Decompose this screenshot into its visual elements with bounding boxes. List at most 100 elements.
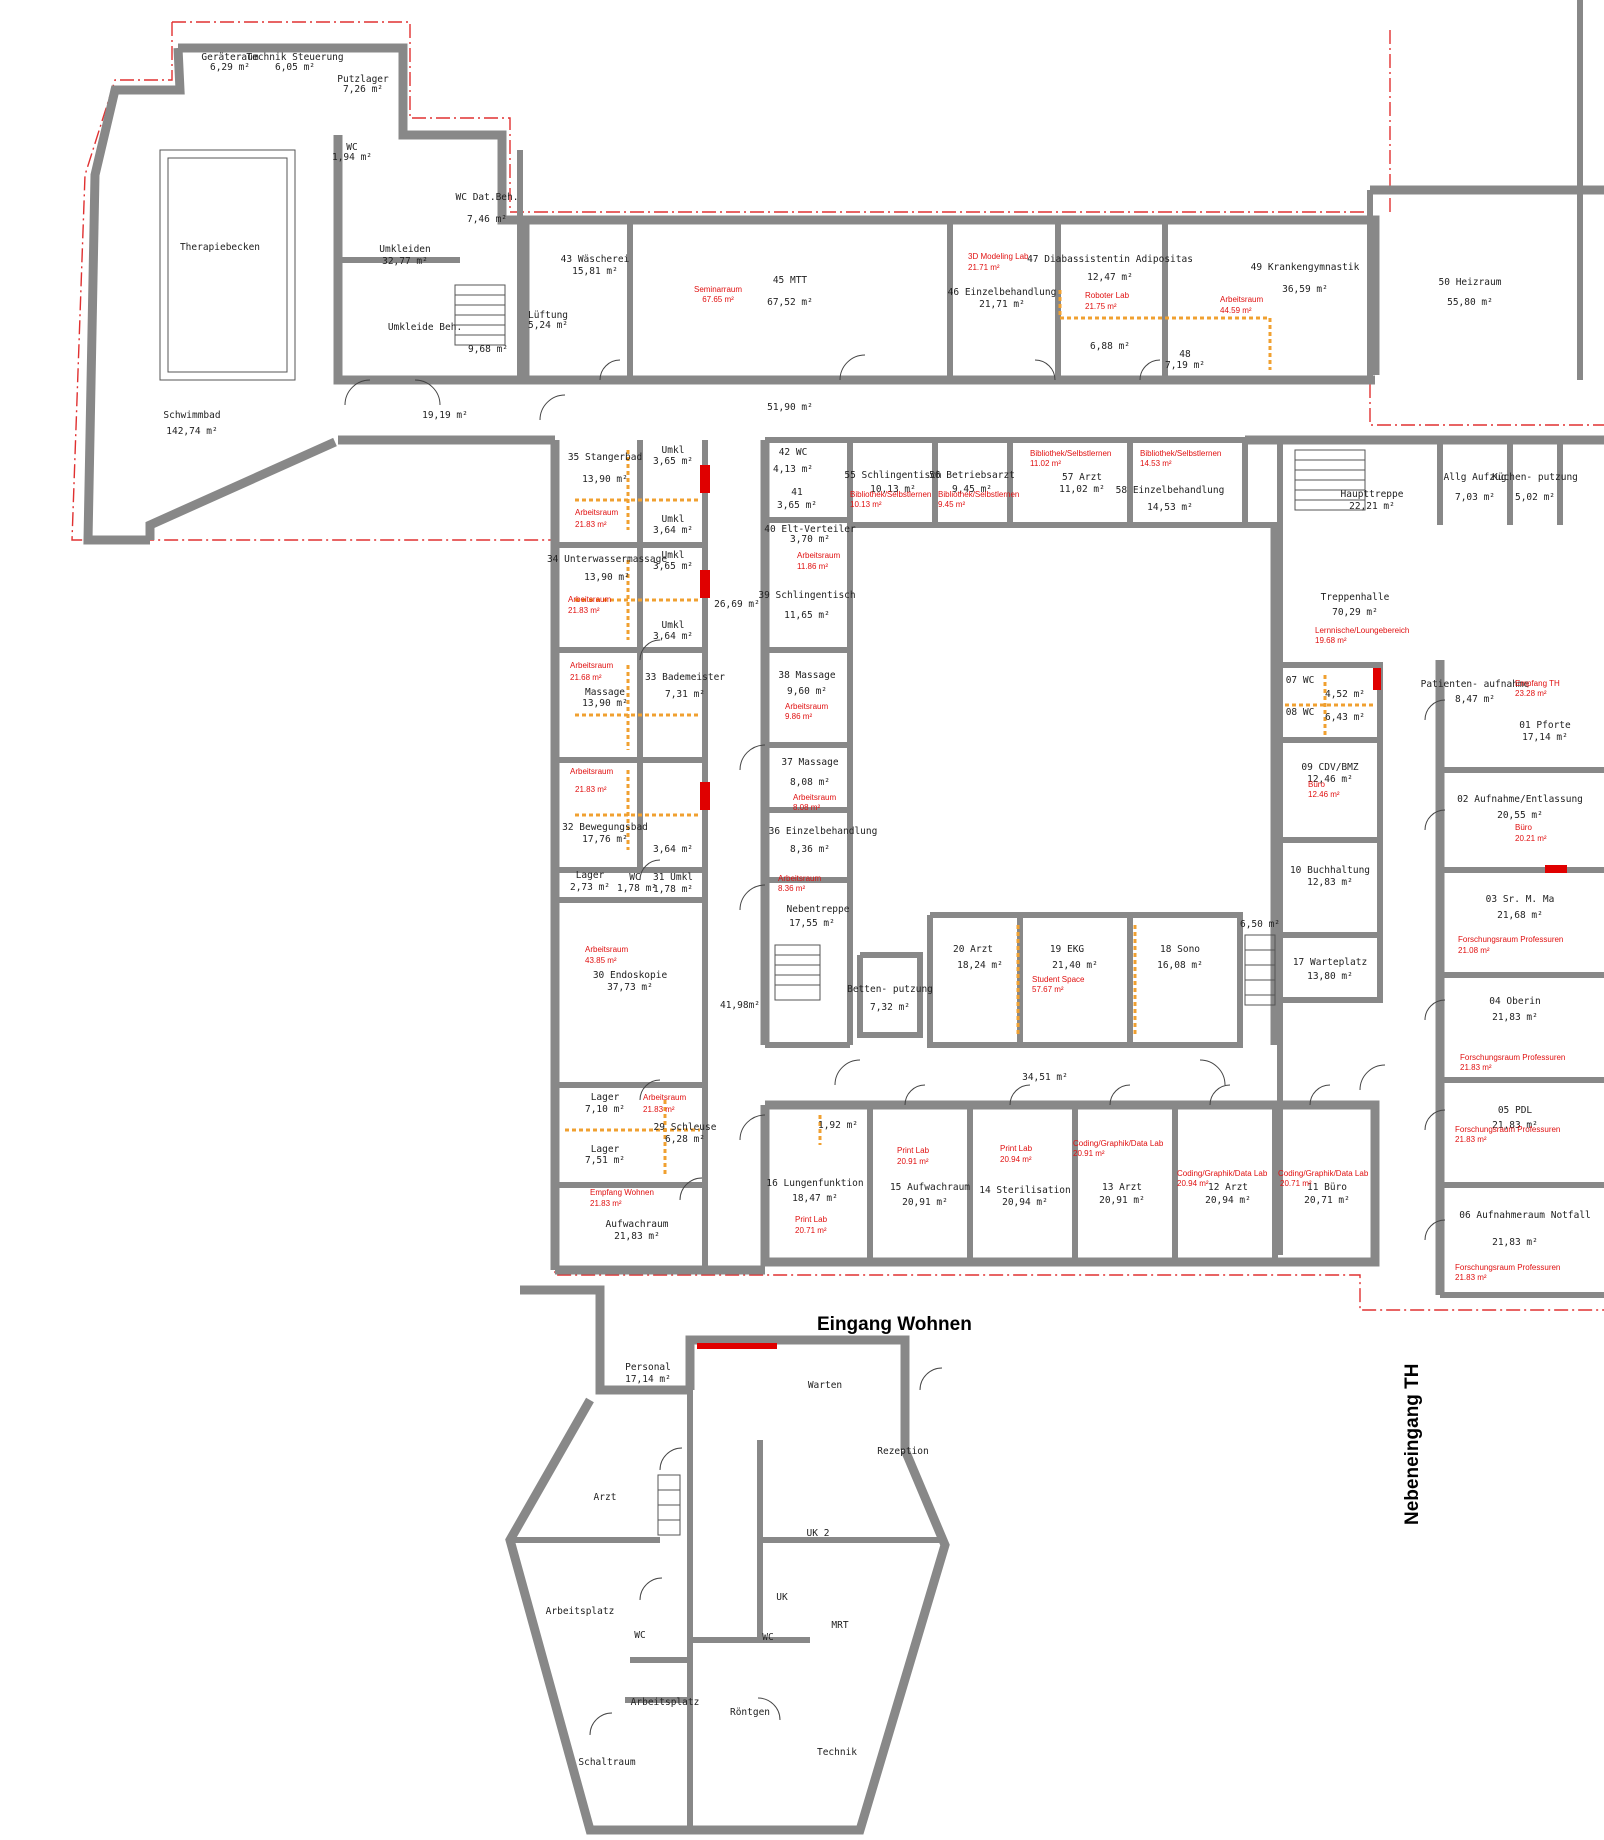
room-area-r55: 10,13 m² xyxy=(870,484,916,495)
room-area-r37: 8,08 m² xyxy=(790,777,830,788)
annotation-area: 67.65 m² xyxy=(702,295,734,304)
room-area-r57: 11,02 m² xyxy=(1059,484,1105,495)
annotation-area: 23.28 m² xyxy=(1515,689,1547,698)
annotation-area: 21.83 m² xyxy=(1460,1063,1492,1072)
annotation-area: 57.67 m² xyxy=(1032,985,1064,994)
room-name-r09: 09 CDV/BMZ xyxy=(1301,762,1358,773)
annotation-area: 21.83 m² xyxy=(590,1199,622,1208)
room-area-r16: 18,47 m² xyxy=(792,1193,838,1204)
room-name-r29: 29 Schleuse xyxy=(654,1122,717,1133)
room-area-r08: 6,43 m² xyxy=(1325,712,1365,723)
room-name-haupttreppe: Haupttreppe xyxy=(1341,489,1404,500)
room-name-schwimmbad: Schwimmbad xyxy=(163,410,220,421)
doors xyxy=(344,354,1446,1736)
annotations: Seminarraum 67.65 m² 3D Modeling Lab 21.… xyxy=(568,252,1565,1282)
room-name-treppenhalle: Treppenhalle xyxy=(1321,592,1390,603)
room-name-umkl4: Umkl xyxy=(662,620,685,631)
room-area-r04: 21,83 m² xyxy=(1492,1012,1538,1023)
room-name-uk2: UK 2 xyxy=(807,1528,830,1539)
room-area-wc-dusche: 1,94 m² xyxy=(332,152,372,163)
room-name-umkleide-beh: Umkleide Beh. xyxy=(388,322,462,333)
room-name-luftung: Lüftung xyxy=(528,310,568,321)
room-area-nebentreppe: 17,55 m² xyxy=(789,918,835,929)
annotation-label: Empfang Wohnen xyxy=(590,1188,654,1197)
annotation-label: Arbeitsraum xyxy=(575,508,618,517)
entrance-label-wohnen: Eingang Wohnen xyxy=(817,1314,972,1335)
room-name-wc-beh: WC Dat.Beh. xyxy=(456,192,519,203)
room-name-wc-a: WC xyxy=(629,872,640,883)
annotation-label: Arbeitsraum xyxy=(1220,295,1263,304)
room-name-uk: UK xyxy=(776,1592,788,1603)
room-name-arbeitsplatz1: Arbeitsplatz xyxy=(546,1606,615,1617)
room-area-flur-west: 26,69 m² xyxy=(714,599,760,610)
room-area-r05: 21,83 m² xyxy=(1492,1120,1538,1131)
annotation-label: Coding/Graphik/Data Lab xyxy=(1073,1139,1164,1148)
annotation-label: Arbeitsraum xyxy=(778,874,821,883)
fire-doors xyxy=(697,465,1567,1349)
annotation-label: Roboter Lab xyxy=(1085,291,1130,300)
room-name-r11: 11 Büro xyxy=(1307,1182,1347,1193)
room-name-mrt: MRT xyxy=(831,1620,848,1631)
room-area-bettenputz: 7,32 m² xyxy=(870,1002,910,1013)
annotation-label: Arbeitsraum xyxy=(785,702,828,711)
annotation-label: Seminarraum xyxy=(694,285,742,294)
annotation-area: 20.71 m² xyxy=(795,1226,827,1235)
room-name-wc-s2: WC xyxy=(762,1632,773,1643)
room-area-r36: 8,36 m² xyxy=(790,844,830,855)
annotation-label: Arbeitsraum xyxy=(568,595,611,604)
room-area-r18: 16,08 m² xyxy=(1157,960,1203,971)
room-area-umkleiden: 32,77 m² xyxy=(382,256,428,267)
site-boundary xyxy=(71,21,1604,1311)
room-name-arbeitsplatz2: Arbeitsplatz xyxy=(631,1697,700,1708)
walls xyxy=(83,0,1604,1835)
annotation-label: Lernnische/Loungebereich xyxy=(1315,626,1409,635)
annotation-area: 20.21 m² xyxy=(1515,834,1547,843)
room-name-r31: 31 Umkl xyxy=(653,872,693,883)
room-area-haupttreppe: 22,21 m² xyxy=(1349,501,1395,512)
room-area-r38: 9,60 m² xyxy=(787,686,827,697)
room-area-umkl3: 3,65 m² xyxy=(653,561,693,572)
annotation-label: Arbeitsraum xyxy=(793,793,836,802)
room-area-r11: 20,71 m² xyxy=(1304,1195,1350,1206)
room-area-umkl2: 3,64 m² xyxy=(653,525,693,536)
annotation-area: 43.85 m² xyxy=(585,956,617,965)
room-area-lager-b: 7,10 m² xyxy=(585,1104,625,1115)
room-area-kuechen: 5,02 m² xyxy=(1515,492,1555,503)
room-name-putzlager: Putzlager xyxy=(337,74,389,85)
therapy-pool xyxy=(159,149,296,381)
room-area-r17: 13,80 m² xyxy=(1307,971,1353,982)
room-area-wc-a: 1,78 m² xyxy=(617,883,657,894)
annotation-area: 12.46 m² xyxy=(1308,790,1340,799)
room-name-r35: 35 Stangerbad xyxy=(568,452,642,463)
annotation-area: 20.94 m² xyxy=(1000,1155,1032,1164)
annotation-label: Arbeitsraum xyxy=(797,551,840,560)
room-area-r41: 3,65 m² xyxy=(777,500,817,511)
room-name-allg-aufzug: Allg Aufzug xyxy=(1444,472,1507,483)
room-area-treppenhalle: 70,29 m² xyxy=(1332,607,1378,618)
room-name-schaltraum: Schaltraum xyxy=(578,1757,635,1768)
room-name-wc-dusche: WC xyxy=(346,142,357,153)
room-area-massage-w: 13,90 m² xyxy=(582,698,628,709)
room-area-personal: 17,14 m² xyxy=(625,1374,671,1385)
room-name-umkl1: Umkl xyxy=(662,445,685,456)
room-name-r36: 36 Einzelbehandlung xyxy=(769,826,878,837)
room-area-r49: 36,59 m² xyxy=(1282,284,1328,295)
room-area-r47: 12,47 m² xyxy=(1087,272,1133,283)
annotation-area: 20.94 m² xyxy=(1177,1179,1209,1188)
room-name-lager-a: Lager xyxy=(576,870,605,881)
room-name-r01: 01 Pforte xyxy=(1519,720,1571,731)
annotation-label: Arbeitsraum xyxy=(585,945,628,954)
room-name-r38: 38 Massage xyxy=(778,670,835,681)
room-area-r20: 18,24 m² xyxy=(957,960,1003,971)
annotation-label: Coding/Graphik/Data Lab xyxy=(1177,1169,1268,1178)
annotation-area: 21.83 m² xyxy=(575,520,607,529)
room-name-r56: 56 Betriebsarzt xyxy=(929,470,1015,481)
room-area-r45: 67,52 m² xyxy=(767,297,813,308)
annotation-area: 21.83 m² xyxy=(1455,1135,1487,1144)
room-area-wc-beh: 7,46 m² xyxy=(467,214,507,225)
room-name-roentgen: Röntgen xyxy=(730,1707,770,1718)
annotation-label: Student Space xyxy=(1032,975,1085,984)
room-name-r32: 32 Bewegungsbad xyxy=(562,822,648,833)
room-name-r20: 20 Arzt xyxy=(953,944,993,955)
